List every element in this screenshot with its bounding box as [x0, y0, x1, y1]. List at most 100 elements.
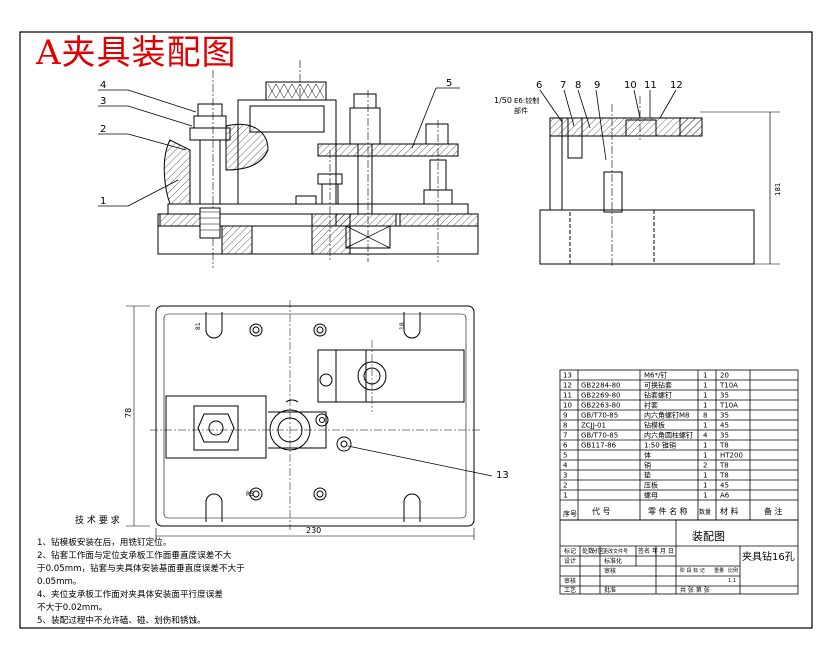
bom-cell-no: 4 — [563, 462, 568, 470]
bom-cell-qty: 1 — [703, 422, 707, 430]
callout-6: 6 — [536, 80, 542, 91]
bom-cell-no: 5 — [563, 452, 567, 460]
callout-10: 10 — [624, 80, 637, 91]
bom-cell-no: 7 — [563, 432, 567, 440]
callout-5: 5 — [446, 78, 452, 89]
plan-dim-height: 78 — [124, 408, 133, 418]
bom-cell-no: 8 — [563, 422, 567, 430]
bom-cell-name: 螺母 — [644, 491, 658, 500]
note-line: 4、夹位支承板工作面对夹具体安装面平行度误差 — [37, 590, 223, 600]
bom-cell-name: M6*/钉 — [644, 371, 667, 380]
tb-standardize: 标准化 — [604, 557, 622, 565]
side-dim-height: 181 — [774, 183, 782, 196]
side-view — [539, 96, 780, 268]
bom-cell-code: GB2269-80 — [581, 392, 620, 400]
bom-cell-no: 13 — [563, 372, 572, 380]
plan-dim-small: 18 — [399, 322, 406, 330]
note-line: 0.05mm。 — [37, 577, 82, 587]
scale-note: 1/50 — [494, 96, 512, 105]
tb-process: 工艺 — [564, 586, 576, 594]
bom-cell-no: 3 — [563, 472, 567, 480]
tb-check: 审核 — [604, 567, 616, 575]
bom-cell-mat: A6 — [720, 492, 730, 500]
callout-2: 2 — [100, 124, 106, 135]
bom-header: 序号 代 号 零 件 名 称 数量 材 料 备 注 — [563, 506, 783, 518]
tb-stage-mark: 阶 段 标 记 — [680, 567, 705, 574]
note-line: 于0.05mm，钻套与夹具体安装基面垂直度误差不大于 — [37, 564, 245, 574]
bom-cell-name: 压板 — [644, 481, 658, 490]
bom-cell-name: 钻套螺钉 — [644, 391, 672, 400]
plan-dim-r: R5 — [246, 491, 254, 498]
bom-cell-mat: T10A — [719, 402, 738, 410]
tb-weight: 重量 — [714, 567, 724, 574]
front-view — [157, 60, 479, 268]
tb-date: 年 月 日 — [652, 547, 674, 555]
bom-cell-mat: T8 — [719, 472, 729, 480]
tb-review: 审核 — [564, 577, 576, 585]
note-line: 1、钻模板安装在后，用铣钉定位。 — [37, 538, 172, 548]
plan-callout-13: 13 — [496, 470, 509, 481]
bom-cell-name: 衬套 — [644, 401, 658, 410]
plan-view-labels: 230 78 13 81 R5 18 — [124, 322, 509, 535]
bom-cell-qty: 2 — [703, 462, 707, 470]
tb-scale-value: 1:1 — [728, 578, 736, 584]
tb-approve: 批准 — [604, 586, 616, 594]
bom-cell-qty: 1 — [703, 392, 707, 400]
note-line: 不大于0.02mm。 — [37, 603, 108, 613]
bom-cell-no: 11 — [563, 392, 572, 400]
note-line: 5、装配过程中不允许磕、碰、划伤和锈蚀。 — [37, 616, 206, 626]
bom-cell-name: 体 — [644, 451, 651, 460]
tb-mark: 标记 — [564, 547, 576, 555]
note-line: 2、钻套工作面与定位支承板工作面垂直度误差不大 — [37, 551, 232, 561]
callout-3: 3 — [100, 96, 106, 107]
bom-h-code: 代 号 — [592, 506, 611, 516]
callout-11: 11 — [644, 80, 657, 91]
bom-cell-qty: 1 — [703, 452, 707, 460]
tb-scale: 比例 — [728, 567, 738, 574]
bom-cell-no: 1 — [563, 492, 567, 500]
bom-h-name: 零 件 名 称 — [648, 506, 688, 516]
bom-cell-code: GB2284-80 — [581, 382, 620, 390]
bom-cell-qty: 4 — [703, 432, 708, 440]
bom-cell-no: 10 — [563, 402, 572, 410]
bom-cell-mat: 35 — [720, 432, 729, 440]
bom-cell-code: GB/T70-85 — [581, 432, 618, 440]
tb-sign: 签名 — [638, 547, 650, 555]
bom-cell-code: GB2263-80 — [581, 402, 620, 410]
bom-table — [559, 369, 799, 521]
bom-cell-no: 6 — [563, 442, 568, 450]
bom-h-qty: 数量 — [699, 508, 711, 516]
scale-sub: E6:铰制 — [514, 96, 539, 105]
plan-view — [126, 300, 493, 540]
drawing-title: A夹具装配图 — [36, 33, 237, 73]
tb-part-name: 夹具钻16孔 — [742, 550, 795, 563]
callout-12: 12 — [670, 80, 683, 91]
bom-cell-name: 内六角螺钉M8 — [644, 411, 690, 420]
tb-sheet-total: 共 张 第 张 — [680, 586, 710, 594]
bom-cell-qty: 1 — [703, 472, 707, 480]
bom-cell-code: GB117-86 — [581, 442, 617, 450]
bom-cell-mat: 20 — [720, 372, 729, 380]
bom-cell-qty: 1 — [703, 382, 707, 390]
callout-8: 8 — [575, 80, 581, 91]
plan-dim-left: 81 — [195, 322, 202, 330]
bom-cell-qty: 1 — [703, 482, 707, 490]
bom-cell-no: 9 — [563, 412, 567, 420]
plan-dim-width: 230 — [306, 526, 321, 535]
bom-cell-name: 可换钻套 — [644, 381, 672, 390]
drawing-frame — [19, 31, 813, 629]
bom-cell-mat: 35 — [720, 392, 729, 400]
bom-cell-qty: 1 — [703, 492, 707, 500]
side-view-callout-labels: 6 7 8 9 10 11 12 1/50 E6:铰制 部件 181 — [494, 80, 782, 196]
callout-1: 1 — [100, 196, 106, 207]
callout-4: 4 — [100, 80, 106, 91]
title-block-labels: 装配图 夹具钻16孔 标记 处数 分区 更改文件号 签名 年 月 日 设计 标准… — [564, 530, 795, 594]
bom-cell-code: ZCJJ-01 — [581, 422, 606, 430]
bom-h-mat: 材 料 — [720, 506, 739, 516]
bom-cell-name: 垫 — [644, 471, 651, 480]
bom-cell-name: 1:50 锥销 — [644, 441, 676, 450]
title-block — [559, 519, 799, 595]
bom-cell-name: 销 — [644, 461, 651, 470]
